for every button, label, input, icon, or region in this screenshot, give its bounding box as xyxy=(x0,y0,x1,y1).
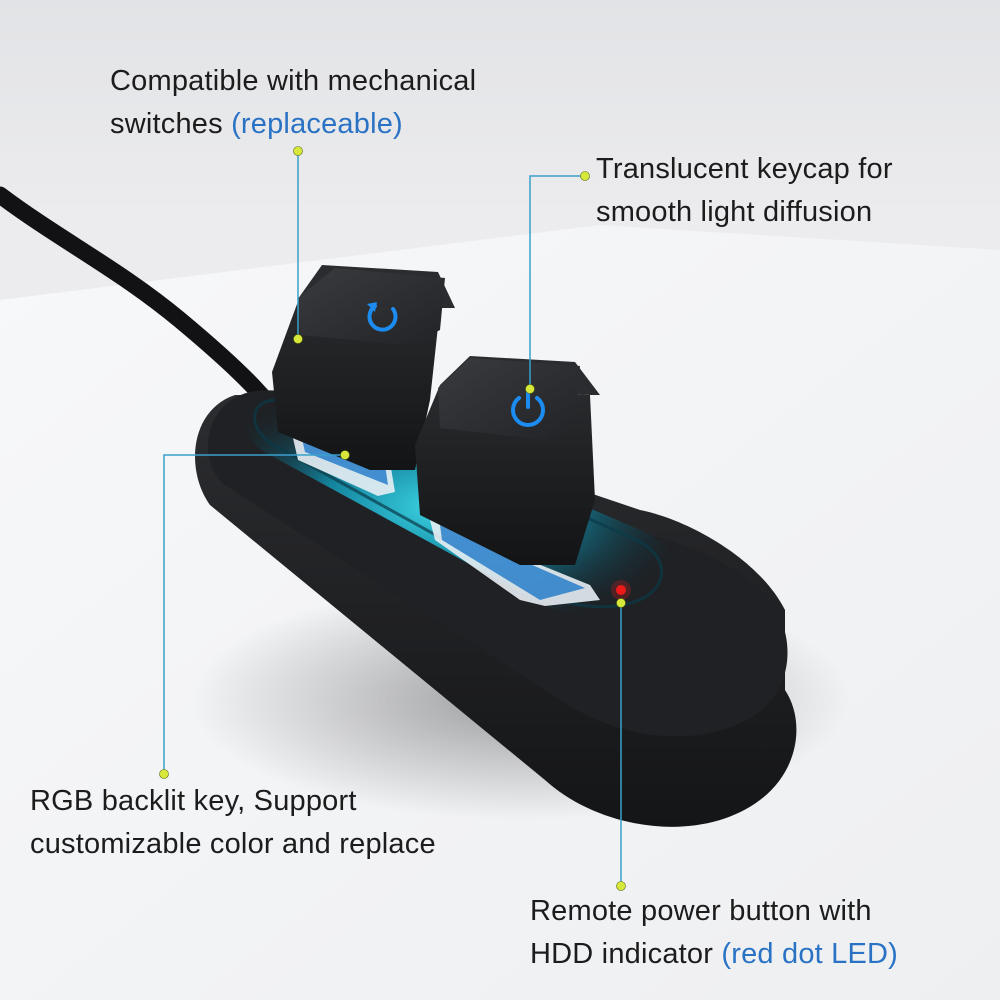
callout-line: Remote power button with xyxy=(530,895,872,927)
restart-icon xyxy=(367,302,398,332)
callout-remote-power: Remote power button with HDD indicator (… xyxy=(530,890,898,976)
right-keycap xyxy=(415,356,600,565)
callout-text: HDD indicator xyxy=(530,938,722,970)
callout-line: RGB backlit key, Support xyxy=(30,785,357,817)
leader-dots xyxy=(159,146,626,891)
callout-line: HDD indicator (red dot LED) xyxy=(530,933,898,976)
callout-line: customizable color and replace xyxy=(30,828,436,860)
callout-text: switches xyxy=(110,108,232,140)
callout-translucent-keycap: Translucent keycap for smooth light diff… xyxy=(596,148,893,234)
power-icon xyxy=(511,389,545,427)
hdd-led xyxy=(616,585,626,595)
callout-line: Translucent keycap for xyxy=(596,153,893,185)
callout-mechanical-switches: Compatible with mechanical switches (rep… xyxy=(110,60,476,146)
leader-lines xyxy=(163,153,622,885)
callout-line: smooth light diffusion xyxy=(596,196,873,228)
callout-highlight: (replaceable) xyxy=(231,108,403,140)
callout-rgb-backlit: RGB backlit key, Support customizable co… xyxy=(30,780,436,866)
left-keycap xyxy=(272,265,455,470)
callout-line: Compatible with mechanical xyxy=(110,65,477,97)
right-switch xyxy=(430,520,600,606)
callout-highlight: (red dot LED) xyxy=(721,938,899,970)
callout-line: switches (replaceable) xyxy=(110,103,476,146)
